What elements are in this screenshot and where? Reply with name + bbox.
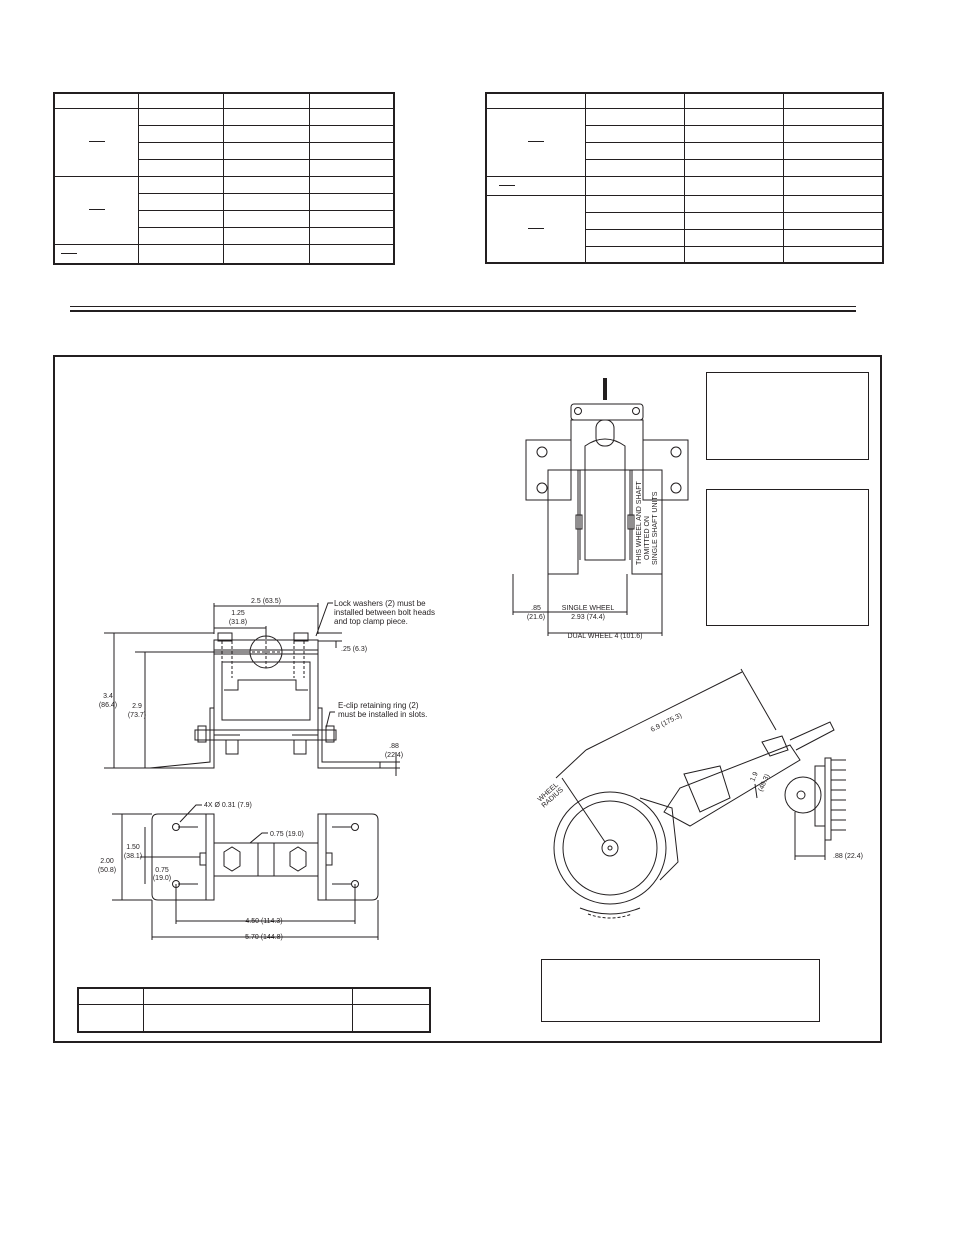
dim-slot-spacing-metric: (38.1) — [124, 853, 142, 860]
dim-depth-metric: (50.8) — [98, 867, 116, 874]
dim-holes: 4X Ø 0.31 (7.9) — [204, 802, 252, 809]
dim-center-metric: (31.8) — [229, 619, 247, 626]
note-omit-line1: THIS WHEEL AND SHAFT — [636, 481, 643, 565]
dim-top-width: 2.5 (63.5) — [251, 598, 281, 605]
note-eclip-line2: must be installed in slots. — [338, 710, 427, 719]
spec-table-left — [53, 92, 395, 265]
row-placeholder-dash — [528, 141, 544, 143]
dim-center-height-metric: (73.7) — [128, 712, 146, 719]
dim-total-height: 3.4 — [103, 693, 113, 700]
section-rule-bottom — [70, 310, 856, 312]
dim-slot-spacing: 1.50 — [126, 844, 140, 851]
wheel-side-drawing — [553, 668, 846, 919]
dim-wheel-edge-metric: (21.6) — [527, 614, 545, 621]
dim-wheel-edge: .85 — [531, 605, 541, 612]
section-rule-top — [70, 306, 856, 307]
dim-single-wheel-value: 2.93 (74.4) — [571, 614, 605, 621]
dim-single-wheel-label: SINGLE WHEEL — [562, 605, 615, 612]
dim-offset-side: 1.9 — [749, 771, 759, 783]
wheel-front-drawing — [512, 378, 689, 636]
note-box-bottom — [541, 959, 820, 1022]
note-lock-washers-line3: and top clamp piece. — [334, 617, 408, 626]
row-placeholder-dash — [61, 252, 77, 254]
dim-clamp-width: 0.75 (19.0) — [270, 831, 304, 838]
dim-total-height-metric: (86.4) — [99, 702, 117, 709]
spec-table-right — [485, 92, 884, 264]
part-number-table — [77, 987, 431, 1033]
dim-hole-spacing: 4.50 (114.3) — [245, 918, 282, 925]
dim-offset-side-metric: (48.3) — [757, 773, 771, 793]
note-eclip-line1: E-clip retaining ring (2) — [338, 701, 419, 710]
dim-bolt-height: .25 (6.3) — [341, 646, 367, 653]
row-placeholder-dash — [528, 228, 544, 230]
row-placeholder-dash — [499, 184, 515, 186]
dim-dual-wheel: DUAL WHEEL 4 (101.6) — [568, 633, 643, 640]
dim-depth: 2.00 — [100, 858, 114, 865]
dim-center-value: 1.25 — [231, 610, 245, 617]
dim-foot-metric: (22.4) — [385, 752, 403, 759]
row-placeholder-dash — [88, 141, 105, 143]
note-box-top — [706, 372, 869, 460]
row-placeholder-dash — [88, 209, 105, 211]
note-lock-washers-line1: Lock washers (2) must be — [334, 599, 426, 608]
dim-foot: .88 — [389, 743, 399, 750]
dimension-drawing-frame — [53, 355, 882, 1043]
note-omit-line2: OMITTED ON — [644, 516, 651, 560]
front-view-drawing — [104, 602, 400, 776]
dim-total-width: 5.70 (144.8) — [245, 934, 283, 941]
note-omit-line3: SINGLE SHAFT UNITS — [652, 491, 659, 565]
dim-center-height: 2.9 — [132, 703, 142, 710]
plan-view-drawing — [112, 804, 379, 940]
dim-offset: 0.75 — [155, 867, 169, 874]
note-box-middle — [706, 489, 869, 626]
dim-base-width: .88 (22.4) — [833, 853, 863, 860]
dim-offset-metric: (19.0) — [153, 875, 171, 882]
note-lock-washers-line2: installed between bolt heads — [334, 608, 435, 617]
